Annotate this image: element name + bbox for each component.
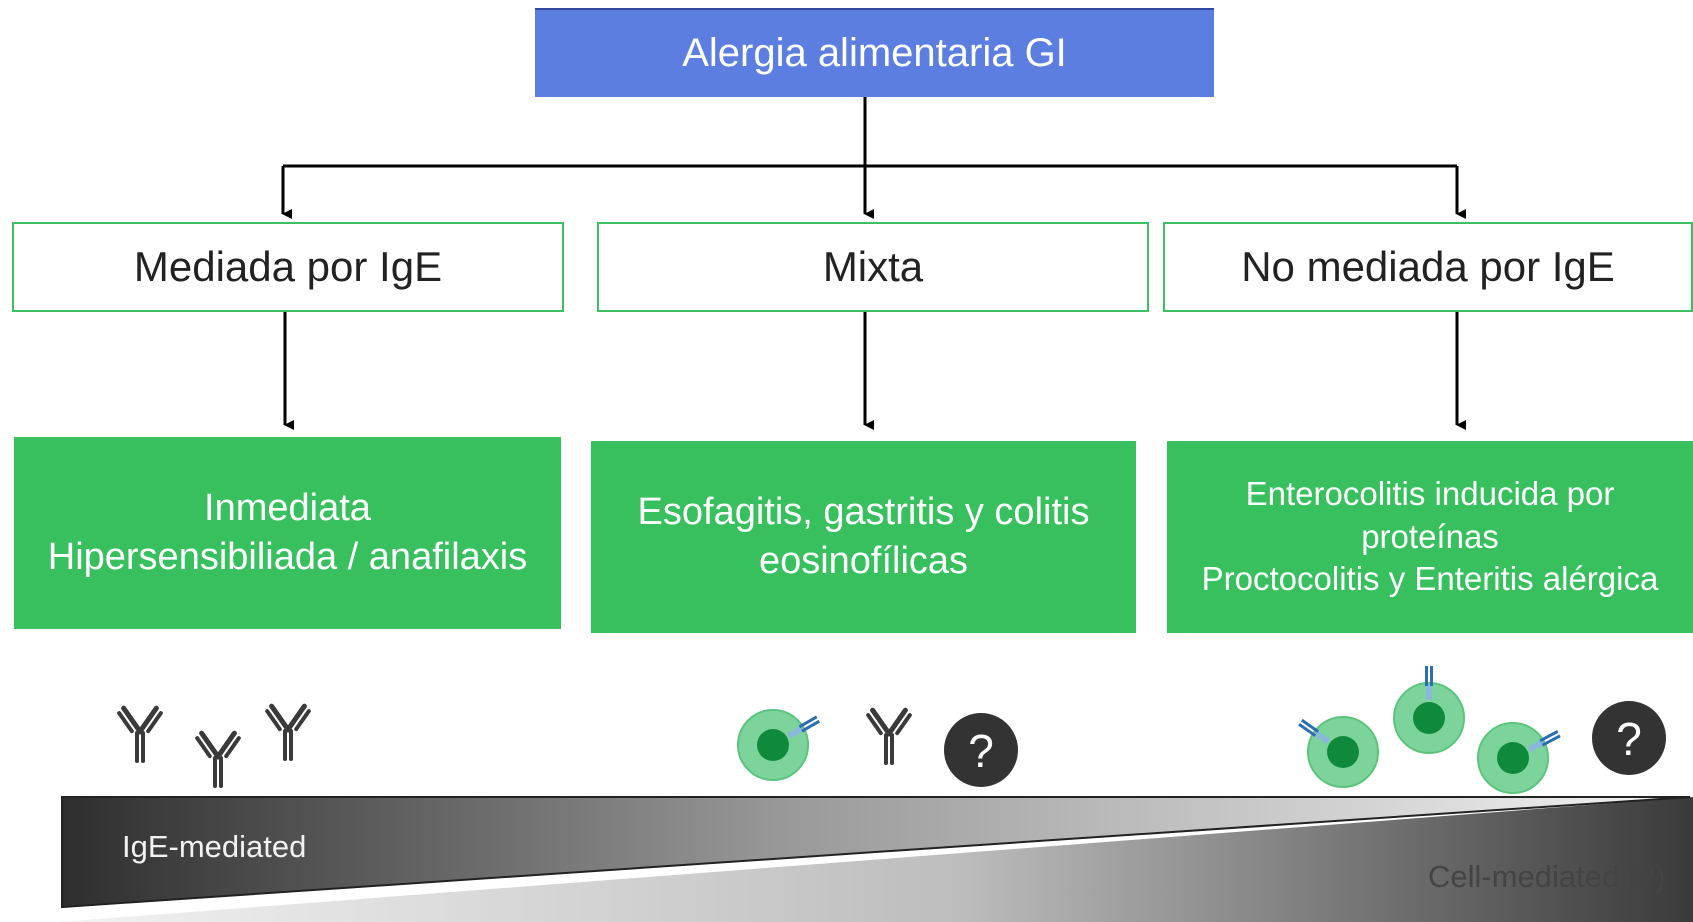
detail-line: Enterocolitis inducida por <box>1245 474 1615 512</box>
detail-line: Esofagitis, gastritis y colitis <box>637 490 1090 533</box>
detail-line: Inmediata <box>204 486 371 529</box>
detail-non-ige-mediated: Enterocolitis inducida por proteínas Pro… <box>1167 441 1693 633</box>
cell-mediated-label: Cell-mediated (?) <box>1428 859 1666 894</box>
cell-icon <box>737 709 821 781</box>
question-icon: ? <box>1592 701 1666 775</box>
antibody-icon <box>865 706 913 765</box>
detail-mixed: Esofagitis, gastritis y colitis eosinofí… <box>591 441 1136 633</box>
antibody-icon <box>264 702 312 761</box>
detail-line: proteínas <box>1361 517 1499 555</box>
category-label: Mediada por IgE <box>133 243 443 290</box>
antibody-icon <box>194 729 242 788</box>
question-mark: ? <box>968 725 994 777</box>
antibody-icon <box>116 704 164 763</box>
question-icon: ? <box>944 713 1018 787</box>
detail-line: Hipersensibiliada / anafilaxis <box>47 536 528 578</box>
ige-mediated-wedge <box>61 796 1691 909</box>
detail-line: eosinofílicas <box>758 540 969 582</box>
cell-icon <box>1477 722 1561 794</box>
category-ige-mediated: Mediada por IgE <box>12 222 564 312</box>
cell-icon <box>1393 666 1465 754</box>
ige-mediated-label: IgE-mediated <box>122 829 307 864</box>
detail-line: Proctocolitis y Enteritis alérgica <box>1201 560 1659 598</box>
category-mixed: Mixta <box>597 222 1149 312</box>
detail-ige-mediated: Inmediata Hipersensibiliada / anafilaxis <box>14 437 561 629</box>
root-node: Alergia alimentaria GI <box>535 8 1214 97</box>
category-label: No mediada por IgE <box>1241 243 1615 290</box>
category-label: Mixta <box>822 243 924 290</box>
category-non-ige-mediated: No mediada por IgE <box>1163 222 1693 312</box>
cell-mediated-wedge <box>60 797 1693 922</box>
cell-icon <box>1298 716 1379 788</box>
root-label: Alergia alimentaria GI <box>682 31 1067 75</box>
question-mark: ? <box>1616 713 1642 765</box>
